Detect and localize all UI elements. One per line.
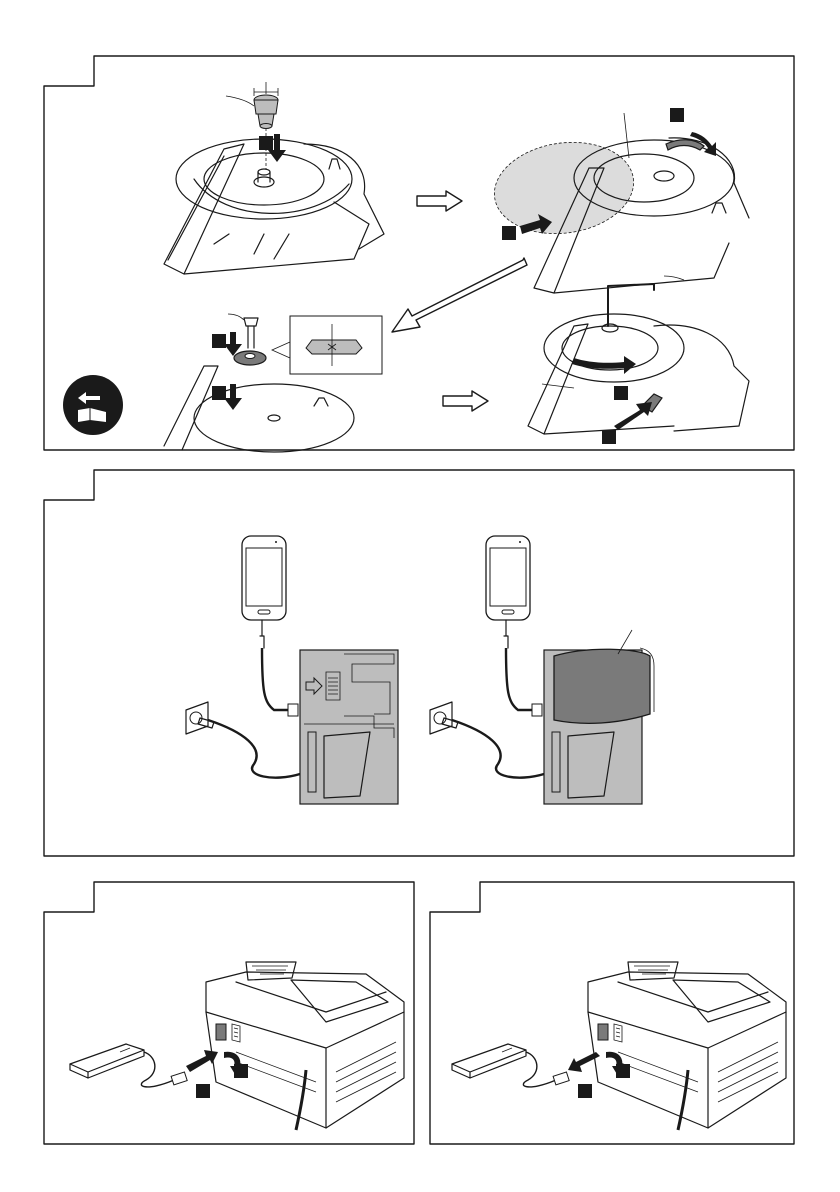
flow-arrow-right-1 <box>416 190 464 212</box>
phone-charging-from-battery-illustration <box>418 532 678 806</box>
figure-panel-usb-connect <box>44 882 414 1144</box>
phone-charging-from-charger-illustration <box>174 532 414 806</box>
step-remove-outer-flange-illustration <box>154 84 414 299</box>
flow-arrow-right-2 <box>442 390 490 412</box>
figure-panel-usb-charging <box>44 470 794 856</box>
step-loosen-bolt-illustration <box>514 266 774 446</box>
flow-arrow-diagonal <box>390 254 528 338</box>
usb-device-connect-illustration <box>56 952 406 1132</box>
flange-orientation-callout <box>272 314 384 378</box>
refer-to-manual-icon <box>62 374 124 436</box>
figure-panel-blade-replacement <box>44 56 794 450</box>
usb-device-disconnect-illustration <box>438 952 788 1132</box>
figure-panel-usb-disconnect <box>430 882 794 1144</box>
